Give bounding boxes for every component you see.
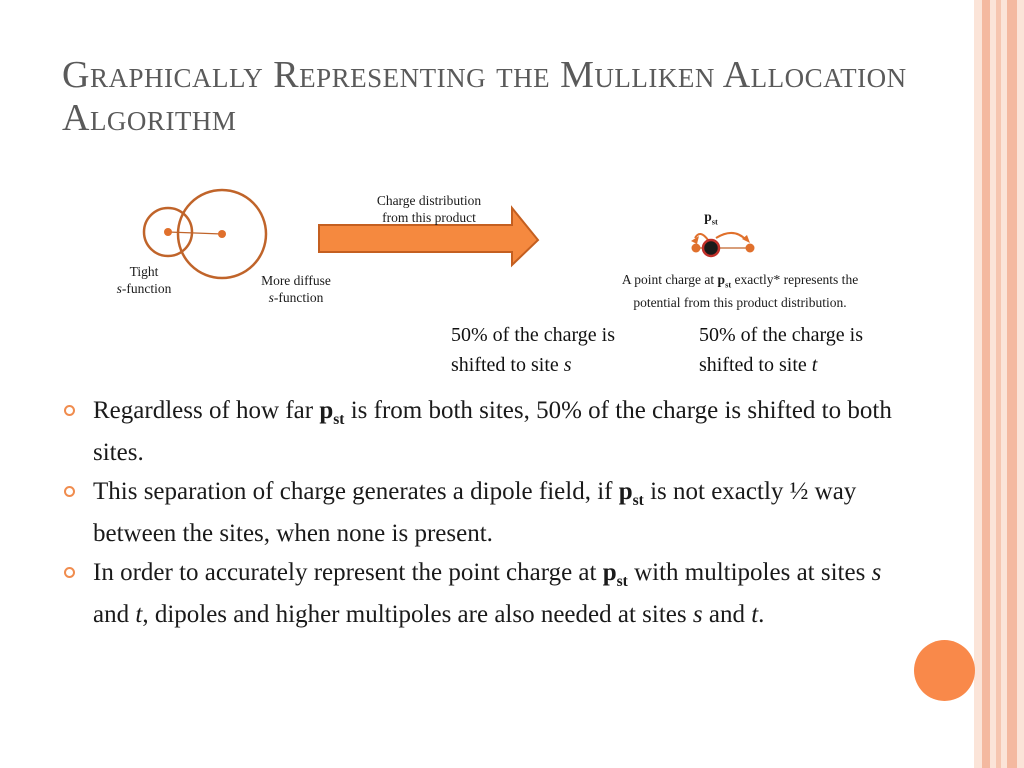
decorative-stripes bbox=[974, 0, 1024, 768]
slide-title: Graphically Representing the Mulliken Al… bbox=[62, 54, 907, 139]
bullet-item: In order to accurately represent the poi… bbox=[62, 556, 892, 631]
diffuse-s-function-circle bbox=[176, 188, 268, 280]
bullet-item: This separation of charge generates a di… bbox=[62, 475, 892, 550]
shift-arc-right bbox=[715, 232, 747, 241]
bullet-ring-icon bbox=[64, 405, 75, 416]
bullet-list: Regardless of how far pst is from both s… bbox=[62, 394, 892, 637]
shift-arc-left bbox=[694, 233, 709, 241]
site-connector-line bbox=[167, 231, 223, 235]
shift-to-s-text: 50% of the charge is shifted to site s bbox=[451, 324, 616, 376]
shift-arrow-left-head bbox=[691, 236, 699, 244]
arrow-caption: Charge distribution from this product bbox=[376, 193, 482, 225]
diffuse-s-function-label: More diffuse s-function bbox=[261, 273, 331, 305]
tight-s-function-circle bbox=[142, 206, 194, 258]
site-s-dot bbox=[164, 228, 172, 236]
pst-point-charge bbox=[701, 238, 721, 258]
pst-site-t-dot bbox=[745, 243, 755, 253]
pst-site-s-dot bbox=[691, 243, 701, 253]
pst-label: pst bbox=[704, 209, 718, 227]
shift-to-t-text: 50% of the charge is shifted to site t bbox=[699, 324, 864, 376]
bullet-ring-icon bbox=[64, 486, 75, 497]
point-charge-caption: A point charge at pst exactly* represent… bbox=[621, 272, 859, 310]
bullet-ring-icon bbox=[64, 567, 75, 578]
bullet-item: Regardless of how far pst is from both s… bbox=[62, 394, 892, 469]
tight-s-function-label: Tight s-function bbox=[116, 264, 172, 296]
shift-arrow-right-head bbox=[742, 235, 750, 243]
site-t-dot bbox=[218, 230, 226, 238]
decorative-circle bbox=[914, 640, 975, 701]
